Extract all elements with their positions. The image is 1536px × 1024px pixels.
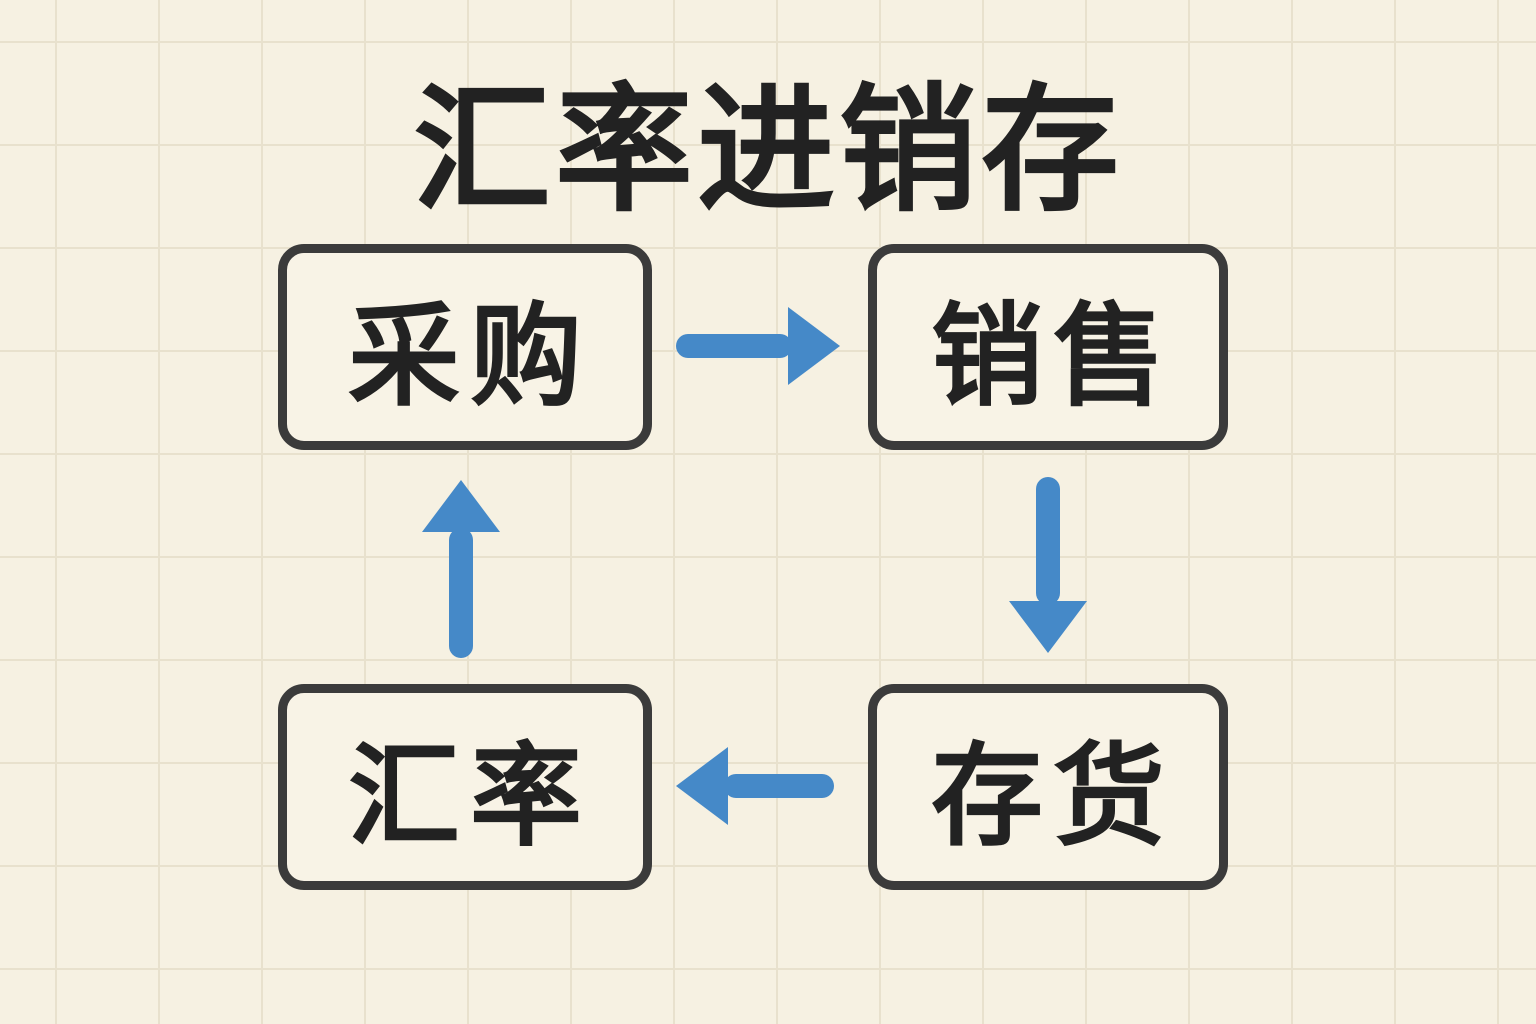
node-sales: 销售 <box>868 244 1228 450</box>
arrow-sales-to-inventory-icon <box>1009 477 1087 653</box>
node-inventory-label: 存货 <box>931 732 1175 862</box>
node-inventory: 存货 <box>868 684 1228 890</box>
arrow-exchange-rate-to-purchase-icon <box>422 480 500 658</box>
node-purchase: 采购 <box>278 244 652 450</box>
page-title: 汇率进销存 <box>412 70 1123 231</box>
arrow-head <box>422 480 500 532</box>
node-sales-label: 销售 <box>931 292 1175 422</box>
arrow-shaft <box>724 774 834 798</box>
arrow-head <box>676 747 728 825</box>
node-purchase-label: 采购 <box>348 292 592 422</box>
arrow-purchase-to-sales-icon <box>676 307 840 385</box>
arrow-head <box>788 307 840 385</box>
arrow-shaft <box>676 334 792 358</box>
arrow-shaft <box>449 528 473 658</box>
arrow-inventory-to-exchange-rate-icon <box>676 747 834 825</box>
node-exchange-rate: 汇率 <box>278 684 652 890</box>
arrow-shaft <box>1036 477 1060 605</box>
node-exchange-rate-label: 汇率 <box>348 732 592 862</box>
arrow-head <box>1009 601 1087 653</box>
